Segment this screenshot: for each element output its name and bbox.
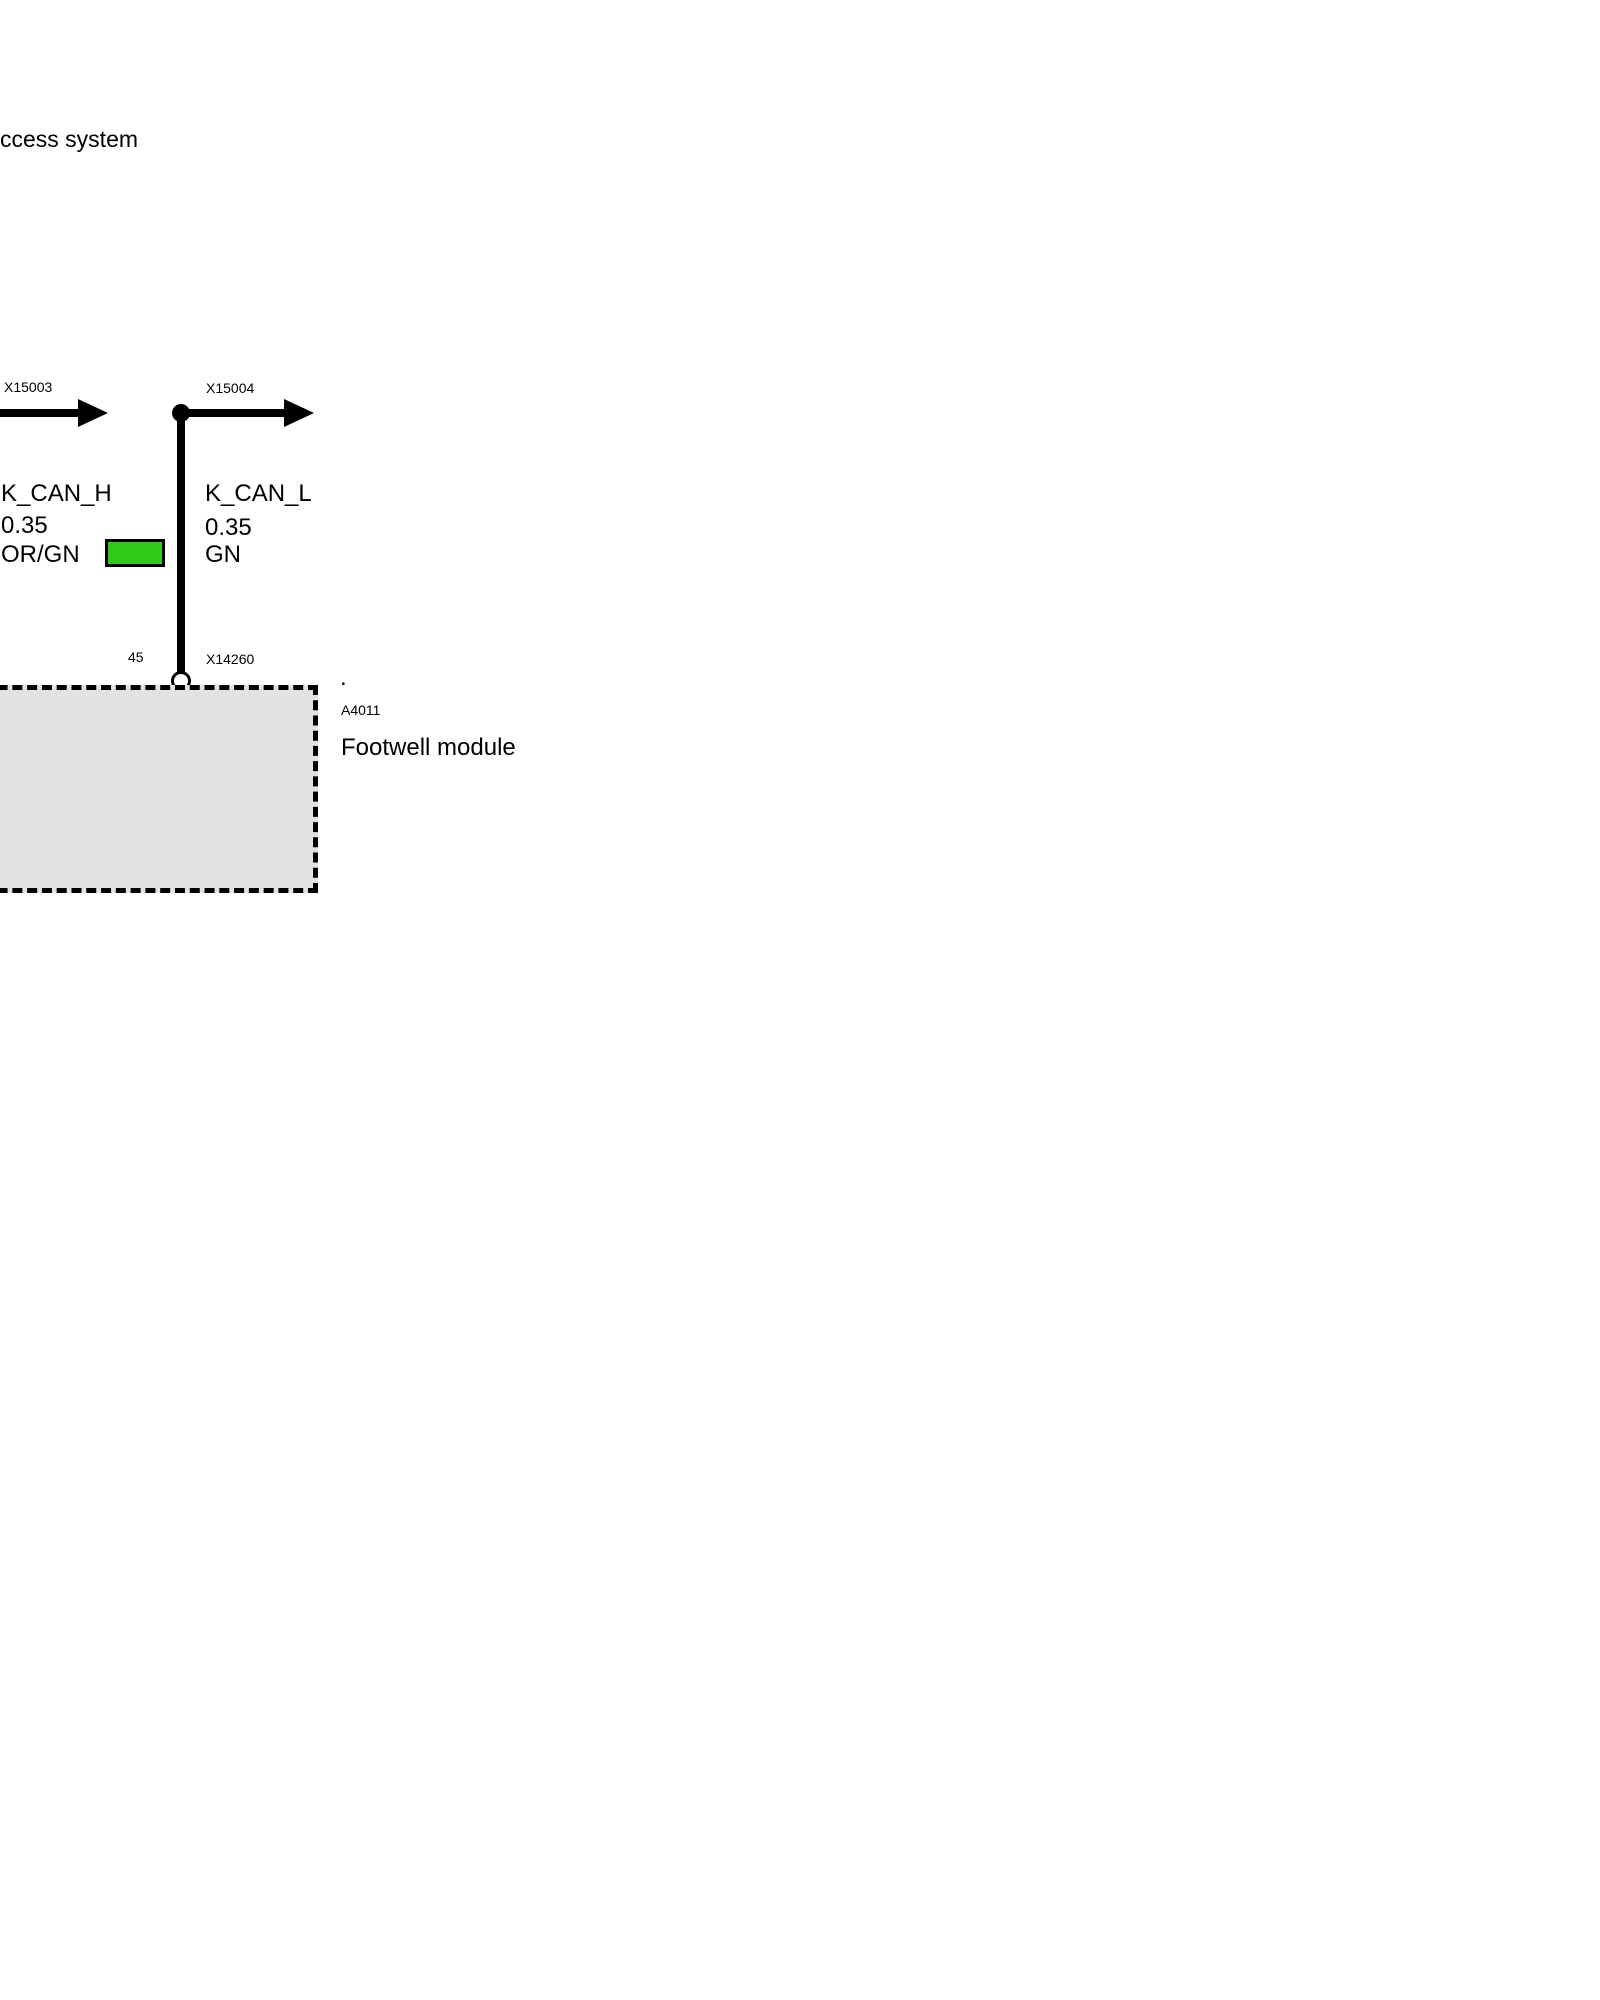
wire-name-k-can-l: K_CAN_L (205, 480, 312, 507)
wire-color-k-can-h: OR/GN (1, 541, 80, 568)
footwell-module-box (0, 685, 318, 893)
arrow-icon-k-can-l (284, 399, 314, 427)
wire-color-swatch-green (105, 539, 165, 567)
module-name-label: Footwell module (341, 734, 516, 761)
connector-label-x14260: X14260 (206, 651, 255, 667)
module-dot: . (340, 664, 347, 691)
system-title-partial: ccess system (0, 126, 139, 152)
wire-size-k-can-h: 0.35 (1, 512, 48, 539)
pin-number-label: 45 (128, 649, 144, 665)
module-code-label: A4011 (341, 702, 381, 718)
connector-label-x15003: X15003 (4, 379, 53, 395)
connector-label-x15004: X15004 (206, 380, 255, 396)
wire-color-k-can-l: GN (205, 541, 241, 568)
arrow-icon-k-can-h (78, 399, 108, 427)
wire-k-can-l-horizontal (181, 409, 286, 417)
wire-k-can-h-horizontal (0, 409, 80, 417)
wire-k-can-l-vertical (177, 413, 185, 675)
wire-size-k-can-l: 0.35 (205, 514, 252, 541)
wire-name-k-can-h: K_CAN_H (1, 480, 112, 507)
